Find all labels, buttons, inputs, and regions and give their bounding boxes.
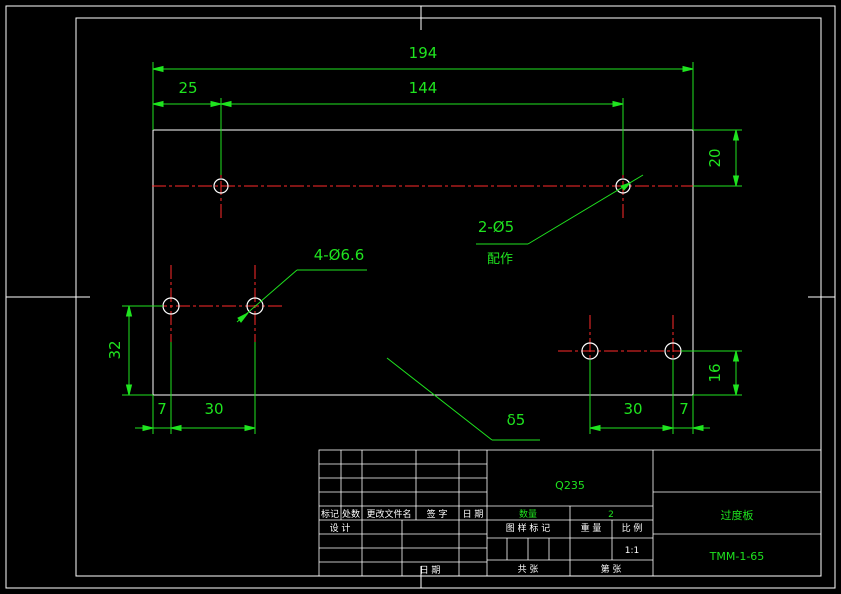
mounting-hole-3 — [581, 342, 599, 360]
rev-header-sign: 签 字 — [427, 508, 448, 520]
centerlines — [152, 135, 693, 390]
dim-right-edge-right: 7 — [679, 400, 689, 418]
dim-top-offset: 20 — [706, 148, 724, 167]
leader-thickness — [386, 357, 493, 441]
dim-right-pair-spacing: 30 — [623, 400, 642, 418]
design-label: 设 计 — [330, 522, 351, 534]
rev-header-mark: 标记 — [321, 508, 339, 520]
part-name: 过度板 — [721, 508, 754, 522]
dim-right-height: 16 — [706, 363, 724, 382]
callout-pin-note: 配作 — [487, 252, 513, 267]
dim-16-arrow-t — [732, 350, 740, 362]
callout-large-holes: 4-Ø6.6 — [314, 246, 365, 264]
mounting-hole-2 — [246, 297, 264, 315]
dim-144-arrow-l — [220, 100, 232, 108]
dim-20-arrow-t — [732, 129, 740, 141]
dim-left-edge-left: 7 — [157, 400, 167, 418]
rev-header-count: 处数 — [342, 508, 360, 520]
leader-pin-holes-arrow — [620, 181, 632, 191]
title-block — [318, 449, 822, 577]
ratio-label: 比 例 — [622, 522, 643, 534]
dim-25-arrow-r — [210, 100, 222, 108]
dim-br-30-arrow-r — [662, 424, 674, 432]
sheet-label: 第 张 — [601, 563, 622, 575]
stage-label: 图 样 标 记 — [506, 522, 551, 534]
dim-194-arrow-r — [682, 65, 694, 73]
rev-header-file: 更改文件名 — [366, 508, 411, 520]
dimension-text: 194 25 144 20 32 16 7 30 30 7 4-Ø6.6 2-Ø… — [106, 44, 724, 429]
dim-bl-7-arrow-2 — [170, 424, 182, 432]
dim-32-arrow-t — [125, 305, 133, 317]
dim-32-arrow-b — [125, 384, 133, 396]
callout-pin-holes: 2-Ø5 — [478, 218, 514, 236]
sheet-total-label: 共 张 — [518, 564, 539, 575]
material: Q235 — [555, 479, 585, 492]
quantity-value: 2 — [608, 510, 614, 520]
pin-hole-1 — [213, 178, 229, 194]
weight-label: 重 量 — [581, 522, 602, 534]
dim-br-30-arrow-l — [589, 424, 601, 432]
dim-left-height: 32 — [106, 340, 124, 359]
dim-br-7-arrow — [692, 424, 704, 432]
pin-hole-2 — [615, 178, 631, 194]
holes — [162, 178, 682, 360]
drawing-number: TMM-1-65 — [709, 550, 765, 563]
dim-bl-30-arrow — [244, 424, 256, 432]
leader-large-holes-arrow — [237, 312, 249, 323]
leader-lines — [236, 174, 644, 441]
dim-20-arrow-b — [732, 175, 740, 187]
dim-hole-spacing: 144 — [409, 79, 438, 97]
dimension-lines — [122, 62, 742, 434]
dim-16-arrow-b — [732, 384, 740, 396]
dim-overall-width: 194 — [409, 44, 438, 62]
dim-left-pair-spacing: 30 — [204, 400, 223, 418]
dim-left-offset: 25 — [178, 79, 197, 97]
title-block-text: 标记 处数 更改文件名 签 字 日 期 设 计 日 期 Q235 数量 2 图 … — [321, 479, 764, 576]
dim-bl-7-arrow — [142, 424, 154, 432]
scale: 1:1 — [625, 546, 639, 556]
callout-thickness: δ5 — [507, 411, 526, 429]
rev-header-date: 日 期 — [463, 509, 484, 520]
dim-25-arrow-l — [152, 100, 164, 108]
dim-144-arrow-r — [612, 100, 624, 108]
date-label: 日 期 — [420, 565, 441, 576]
quantity-label: 数量 — [519, 508, 537, 520]
dim-194-arrow-l — [152, 65, 164, 73]
plate-outline — [152, 129, 694, 396]
